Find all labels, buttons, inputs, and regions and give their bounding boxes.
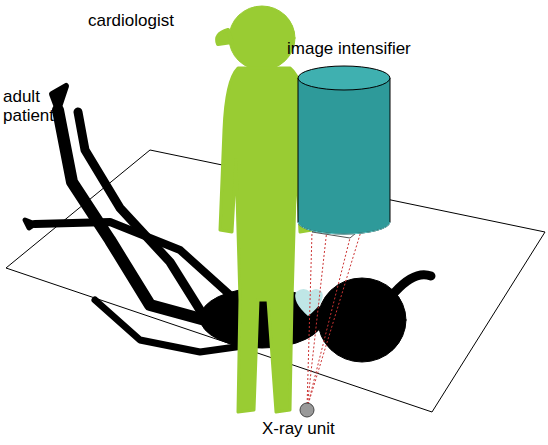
x-ray-source [300, 403, 314, 417]
heart-shape [295, 289, 323, 316]
figure-label: adult patient [3, 88, 65, 125]
x-ray-beam [307, 220, 362, 408]
figure-label: cardiologist [88, 12, 174, 31]
figure-label: image intensifier [287, 40, 411, 59]
image-intensifier-cylinder [298, 66, 390, 234]
figure-label: X-ray unit [262, 420, 335, 439]
